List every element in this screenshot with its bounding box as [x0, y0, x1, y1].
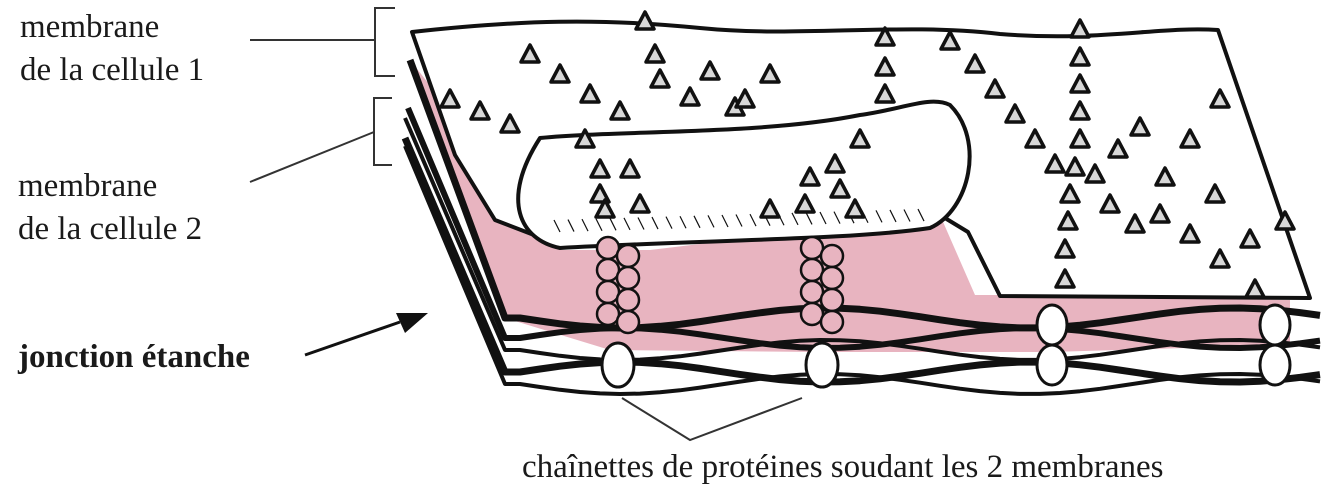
protein-bead: [821, 245, 843, 267]
protein-bead: [801, 281, 823, 303]
protein-bead: [617, 289, 639, 311]
junction-arrow: [305, 313, 428, 355]
protein-junction-node: [1260, 305, 1290, 345]
bracket-membrane-1: [375, 8, 395, 76]
protein-bead: [801, 259, 823, 281]
membrane-particle: [636, 12, 654, 29]
protein-bead: [617, 311, 639, 333]
membrane-particle: [1071, 20, 1089, 37]
arrow-head: [396, 313, 428, 333]
protein-bead: [617, 267, 639, 289]
protein-bead: [821, 311, 843, 333]
protein-junction-node: [1037, 345, 1067, 385]
protein-bead: [597, 303, 619, 325]
protein-bead: [597, 259, 619, 281]
leader-membrane-2: [250, 132, 374, 182]
protein-bead: [821, 289, 843, 311]
bracket-membrane-2: [374, 98, 392, 165]
protein-junction-node: [602, 343, 634, 387]
protein-bead: [801, 303, 823, 325]
protein-bead: [617, 245, 639, 267]
protein-junction-node: [1260, 345, 1290, 385]
protein-bead: [597, 281, 619, 303]
protein-junction-node: [806, 343, 838, 387]
protein-bead: [821, 267, 843, 289]
protein-bead: [597, 237, 619, 259]
protein-junction-node: [1037, 305, 1067, 345]
leader-protein-chains: [622, 398, 802, 440]
arrow-shaft: [305, 322, 400, 355]
protein-bead: [801, 237, 823, 259]
